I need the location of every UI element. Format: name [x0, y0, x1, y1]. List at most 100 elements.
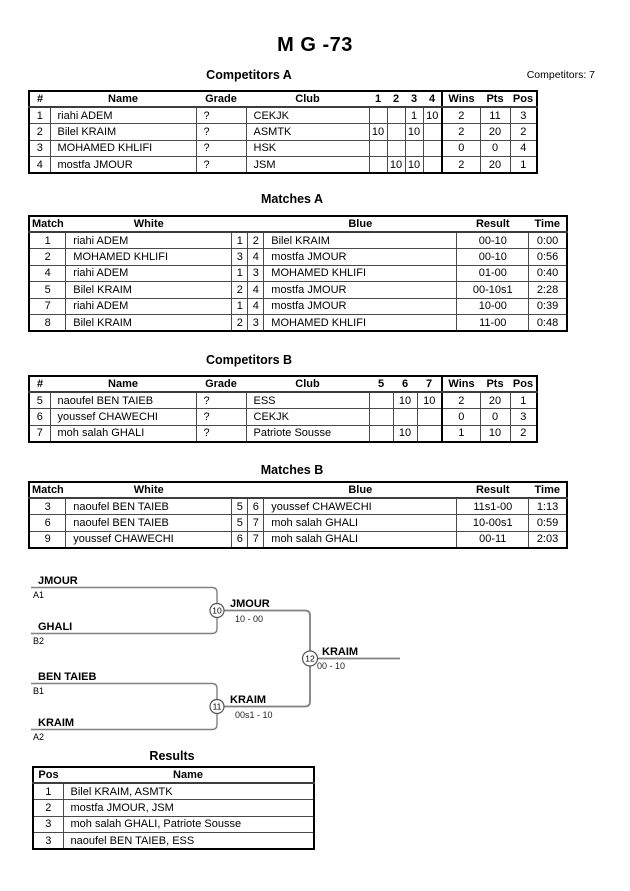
- table-cell: 3: [247, 314, 265, 332]
- table-cell: MOHAMED KHLIFI: [65, 248, 233, 266]
- table-cell: 00-10: [456, 248, 530, 266]
- table-cell: riahi ADEM: [49, 106, 197, 124]
- table-cell: moh salah GHALI, Patriote Sousse: [62, 815, 315, 833]
- table-cell: 10: [368, 123, 388, 141]
- table-cell: 2: [509, 123, 538, 141]
- table-cell: [368, 139, 388, 157]
- table-cell: youssef CHAWECHI: [49, 408, 197, 426]
- matches-b-heading: Matches B: [260, 463, 324, 477]
- table-cell: 0: [441, 408, 481, 426]
- bracket-score: 00s1 - 10: [235, 710, 273, 720]
- table-cell: [386, 106, 406, 124]
- table-cell: 4: [28, 156, 51, 174]
- table-cell: youssef CHAWECHI: [263, 497, 458, 515]
- table-cell: 10: [479, 424, 511, 442]
- table-cell: 4: [247, 297, 265, 315]
- table-cell: 0:39: [528, 297, 568, 315]
- table-cell: naoufel BEN TAIEB: [65, 514, 233, 532]
- bracket-winner-name: KRAIM: [230, 694, 266, 706]
- results-heading: Results: [149, 749, 195, 763]
- table-cell: 20: [479, 123, 511, 141]
- table-cell: 2: [28, 248, 67, 266]
- table-cell: 0:48: [528, 314, 568, 332]
- bracket-competitor-name: JMOUR: [38, 575, 78, 587]
- table-cell: mostfa JMOUR: [263, 281, 458, 299]
- column-header: Pos: [33, 767, 63, 784]
- column-header: [247, 216, 264, 233]
- bracket-winner-name: KRAIM: [322, 646, 358, 658]
- competitors-count-note: Competitors: 7: [526, 69, 595, 81]
- table-cell: CEKJK: [245, 106, 370, 124]
- column-header: 3: [405, 91, 423, 108]
- table-cell: [368, 424, 394, 442]
- table-cell: 2: [231, 314, 249, 332]
- column-header: Match: [29, 482, 66, 499]
- bracket-competitor-name: KRAIM: [38, 717, 74, 729]
- table-cell: mostfa JMOUR: [49, 156, 197, 174]
- table-cell: 6: [247, 497, 265, 515]
- table-cell: 0: [479, 408, 511, 426]
- bracket-line-winner-2: [217, 658, 311, 708]
- bracket-seed-label: B2: [33, 636, 44, 646]
- column-header: Blue: [263, 482, 457, 499]
- table-cell: 6: [28, 514, 67, 532]
- column-header: Name: [50, 376, 196, 393]
- table-cell: 6: [28, 408, 51, 426]
- table-cell: 2: [509, 424, 538, 442]
- column-header: [231, 216, 248, 233]
- table-cell: 4: [247, 281, 265, 299]
- table-cell: 1:13: [528, 497, 568, 515]
- match-number-badge: [209, 602, 225, 619]
- table-cell: [416, 408, 443, 426]
- match-number: 10: [212, 606, 222, 616]
- column-header: 6: [393, 376, 417, 393]
- column-header: Result: [456, 482, 529, 499]
- table-cell: 2: [441, 106, 481, 124]
- table-cell: ?: [195, 391, 247, 409]
- table-cell: 10: [392, 424, 418, 442]
- table-cell: 1: [28, 106, 51, 124]
- table-cell: 2: [247, 231, 265, 249]
- table-cell: 4: [509, 139, 538, 157]
- table-cell: [386, 139, 406, 157]
- column-header: Grade: [196, 376, 246, 393]
- table-cell: [422, 139, 443, 157]
- table-cell: 20: [479, 156, 511, 174]
- page-title: M G -73: [277, 34, 353, 56]
- table-cell: moh salah GHALI: [263, 514, 458, 532]
- table-cell: 4: [28, 264, 67, 282]
- table-cell: youssef CHAWECHI: [65, 530, 233, 548]
- table-cell: [368, 106, 388, 124]
- table-cell: 7: [247, 530, 265, 548]
- match-number: 11: [213, 702, 222, 712]
- table-cell: 10: [404, 156, 424, 174]
- column-header: 4: [423, 91, 442, 108]
- table-cell: riahi ADEM: [65, 231, 233, 249]
- table-cell: [392, 408, 418, 426]
- bracket-diagram: JMOUR A1 GHALI B2 BEN TAIEB B1 KRAIM A2 …: [31, 575, 400, 742]
- table-cell: 1: [231, 231, 249, 249]
- table-cell: MOHAMED KHLIFI: [49, 139, 197, 157]
- bracket-line-winner-1: [217, 609, 311, 659]
- table-cell: 4: [247, 248, 265, 266]
- table-cell: ?: [195, 106, 247, 124]
- table-cell: riahi ADEM: [65, 297, 233, 315]
- table-cell: 3: [32, 832, 64, 850]
- table-cell: 10-00s1: [456, 514, 530, 532]
- column-header: #: [29, 91, 50, 108]
